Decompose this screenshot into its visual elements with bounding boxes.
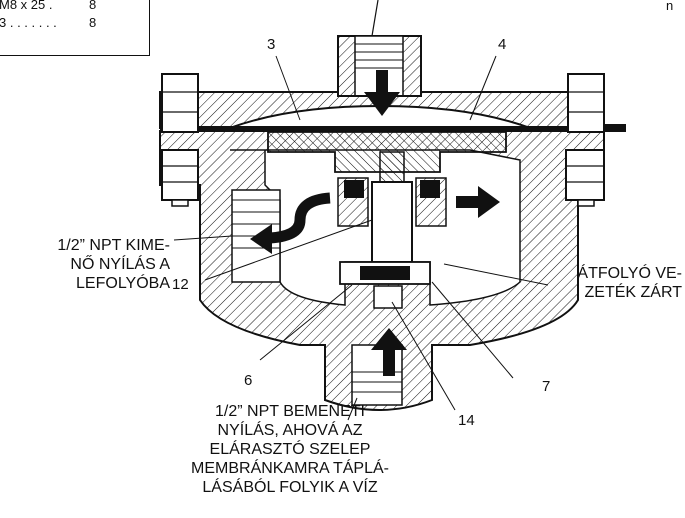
outlet-label-line-1: 1/2” NPT KIME- [57,237,170,254]
legend-row-2-item: 3 . . . . . . . [0,15,57,30]
parts-legend-box: M8 x 25 . 8 3 . . . . . . . 8 [0,0,150,56]
inlet-label-line-2: NYÍLÁS, AHOVÁ AZ [217,422,363,439]
legend-row-1-qty: 8 [89,0,97,12]
flow-arrow-down [364,70,400,116]
legend-row-2: 3 . . . . . . . 8 [0,15,96,30]
valve-stem [337,151,447,309]
callout-4: 4 [498,36,507,53]
flow-arrow-right [456,186,500,218]
legend-row-2-qty: 8 [89,15,97,30]
callout-14: 14 [458,412,475,429]
inlet-label-line-3: ELÁRASZTÓ SZELEP [209,441,371,458]
legend-row-1-item: M8 x 25 . [0,0,53,12]
callout-7: 7 [542,378,551,395]
callout-12: 12 [172,276,189,293]
outlet-label-line-2: NŐ NYÍLÁS A [70,256,170,273]
bypass-label: ÁTFOLYÓ VE- ZETÉK ZÁRT [520,264,682,302]
inlet-label-line-1: 1/2” NPT BEMENETI [215,403,365,420]
inlet-label: 1/2” NPT BEMENETI NYÍLÁS, AHOVÁ AZ ELÁRA… [160,402,420,497]
inlet-label-line-5: LÁSÁBÓL FOLYIK A VÍZ [202,479,378,496]
legend-row-1: M8 x 25 . 8 [0,0,96,12]
right-bolt [565,73,626,207]
bypass-label-line-2: ZETÉK ZÁRT [584,284,683,301]
leader-lines [173,55,549,421]
flow-arrow-curved-left [250,192,331,254]
bypass-label-line-1: ÁTFOLYÓ VE- [577,265,682,282]
flow-arrow-up [371,328,407,376]
callout-6: 6 [244,372,253,389]
outlet-label-line-3: LEFOLYÓBA [76,275,170,292]
outlet-label: 1/2” NPT KIME- NŐ NYÍLÁS A LEFOLYÓBA [0,236,170,293]
callout-3: 3 [267,36,276,53]
inlet-label-line-4: MEMBRÁNKAMRA TÁPLÁ- [191,460,389,477]
corner-mark: n [666,0,674,13]
diaphragm [160,126,604,131]
left-bolt [161,73,199,207]
